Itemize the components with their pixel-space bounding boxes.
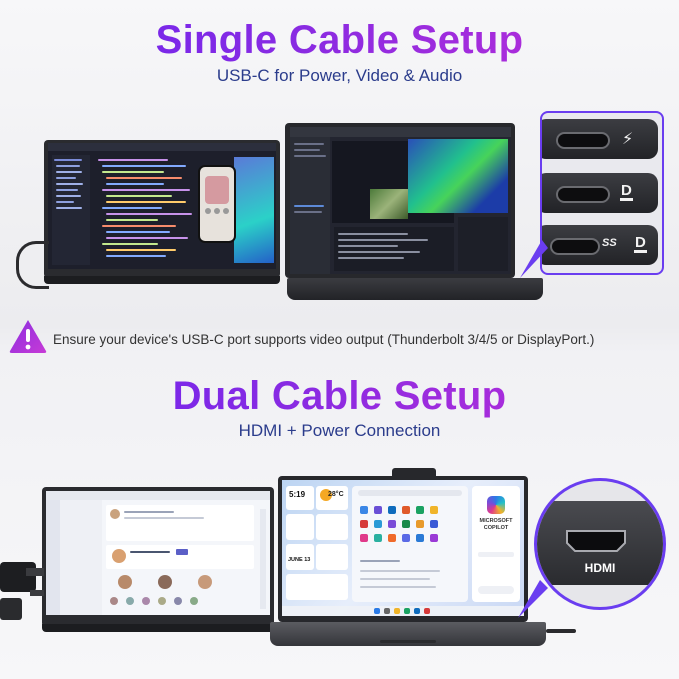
superspeed-port: SS D xyxy=(542,225,658,265)
usb-c-warning-text: Ensure your device's USB-C port supports… xyxy=(53,332,595,347)
dual-cable-subtitle: HDMI + Power Connection xyxy=(238,421,441,440)
thunderbolt-icon: ⚡ xyxy=(622,131,634,148)
start-icon xyxy=(374,608,380,614)
start-menu xyxy=(352,486,468,602)
warning-icon xyxy=(9,320,47,353)
displayport-port: D xyxy=(542,173,658,213)
hdmi-port-callout: HDMI xyxy=(534,478,666,610)
webcam-bar xyxy=(392,468,436,478)
hdmi-connector xyxy=(0,562,36,592)
superspeed-icon: SS xyxy=(602,237,617,249)
callout-pointer xyxy=(520,240,548,278)
single-cable-subtitle: USB-C for Power, Video & Audio xyxy=(216,66,463,85)
thunderbolt-port: ⚡ xyxy=(542,119,658,159)
usb-c-cable xyxy=(16,241,49,289)
sun-icon xyxy=(320,489,332,501)
widget-temperature: 28°C xyxy=(328,491,344,498)
map-thumbnail xyxy=(370,189,408,219)
dual-cable-title: Dual Cable Setup xyxy=(0,374,679,419)
gis-software-screen xyxy=(290,127,511,274)
copilot-label: MICROSOFT COPILOT xyxy=(479,518,513,531)
usb-c-port-callout: ⚡ D SS D xyxy=(540,111,664,275)
displayport-icon: D xyxy=(620,182,633,201)
teams-screen xyxy=(46,491,270,615)
single-cable-title: Single Cable Setup xyxy=(0,18,679,63)
widget-time: 5:19 xyxy=(289,490,306,499)
displayport-icon-small: D xyxy=(634,234,647,253)
phone-preview xyxy=(198,165,236,243)
copilot-panel: MICROSOFT COPILOT xyxy=(472,486,520,602)
windows-desktop-screen: 5:19 28°C JUNE 13 xyxy=(282,480,524,616)
hdmi-label: HDMI xyxy=(584,561,616,575)
hdmi-port-icon xyxy=(566,530,626,552)
code-editor-screen xyxy=(48,143,276,269)
hdmi-callout-pointer xyxy=(518,580,548,618)
power-connector xyxy=(0,598,22,620)
copilot-icon xyxy=(487,496,505,514)
widget-date: JUNE 13 xyxy=(288,557,311,563)
point-cloud-view xyxy=(408,139,508,213)
power-cable xyxy=(546,629,576,633)
taskbar xyxy=(282,606,524,616)
